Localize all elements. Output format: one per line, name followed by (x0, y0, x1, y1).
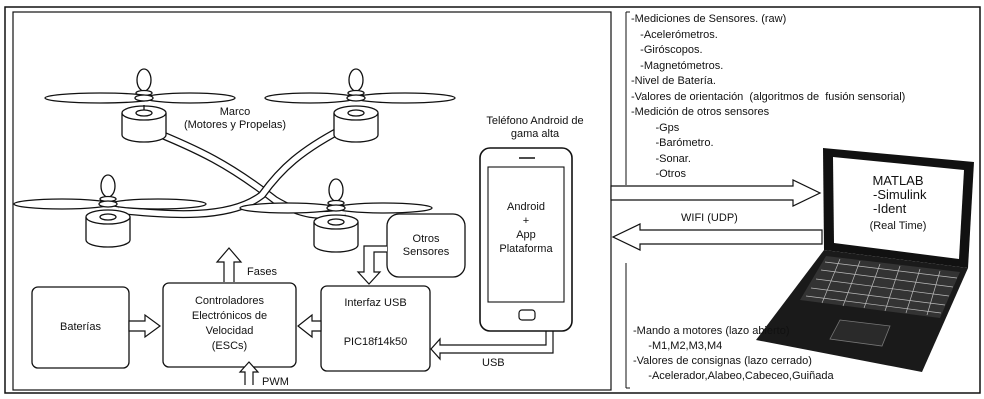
phone-title: Teléfono Android de gama alta (486, 115, 584, 140)
list-item: -Magnetómetros. (631, 59, 724, 72)
list-item: -Sonar. (631, 152, 691, 165)
list-item: -Nivel de Batería. (631, 75, 716, 87)
usb-interface-title: Interfaz USB (344, 297, 407, 309)
uplink-arrow (610, 179, 822, 207)
laptop-drawing (756, 148, 974, 372)
list-item: -Barómetro. (631, 137, 714, 149)
list-item: -Acelerador,Alabeo,Cabeceo,Guiñada (633, 370, 834, 382)
motor-front-left (44, 68, 236, 143)
esc-label: Controladores Electrónicos de Velocidad … (191, 295, 268, 352)
list-item: -M1,M2,M3,M4 (633, 340, 723, 352)
wifi-label: WIFI (UDP) (681, 212, 738, 224)
battery-to-esc-arrow (128, 313, 162, 339)
list-item: -Medición de otros sensores (631, 106, 770, 118)
motor-rear-left (13, 174, 207, 248)
usb-chip-label: PIC18f14k50 (343, 336, 408, 348)
frame-label: Marco (Motores y Propelas) (183, 106, 287, 131)
list-item: -Valores de consignas (lazo cerrado) (633, 355, 812, 367)
pwm-label: PWM (262, 376, 289, 388)
laptop-simulink: -Simulink (873, 187, 927, 202)
quadcopter-drawing (13, 68, 456, 253)
phone-screen-text: Android + App Plataforma (499, 201, 553, 255)
otros-sensores-label: Otros Sensores (402, 233, 450, 258)
list-item: -Acelerómetros. (631, 28, 718, 41)
list-item: -Valores de orientación (algoritmos de f… (631, 90, 906, 103)
fases-label: Fases (247, 266, 277, 278)
phone-drawing (479, 147, 573, 332)
usb-to-esc-arrow (297, 313, 322, 339)
list-item: -Otros (631, 168, 687, 180)
list-item: -Giróscopos. (631, 44, 703, 56)
fases-arrow (215, 247, 243, 282)
laptop-matlab: MATLAB (872, 173, 924, 188)
list-item: -Mediciones de Sensores. (raw) (631, 13, 787, 25)
usb-cable-arrow (430, 330, 554, 361)
sensor-arrow (356, 245, 387, 285)
downlink-arrow (611, 223, 823, 251)
usb-label: USB (482, 357, 505, 369)
laptop-ident: -Ident (873, 201, 907, 216)
laptop-realtime: (Real Time) (869, 220, 927, 232)
hardware-panel (12, 11, 612, 391)
list-item: -Gps (631, 121, 680, 134)
pwm-arrow (238, 361, 260, 385)
list-item: -Mando a motores (lazo abierto) (633, 325, 790, 337)
baterias-label: Baterías (60, 321, 101, 333)
esc-box (162, 282, 297, 368)
motor-rear-right (239, 178, 433, 253)
motor-front-right (264, 68, 456, 143)
outer-frame (4, 6, 981, 394)
